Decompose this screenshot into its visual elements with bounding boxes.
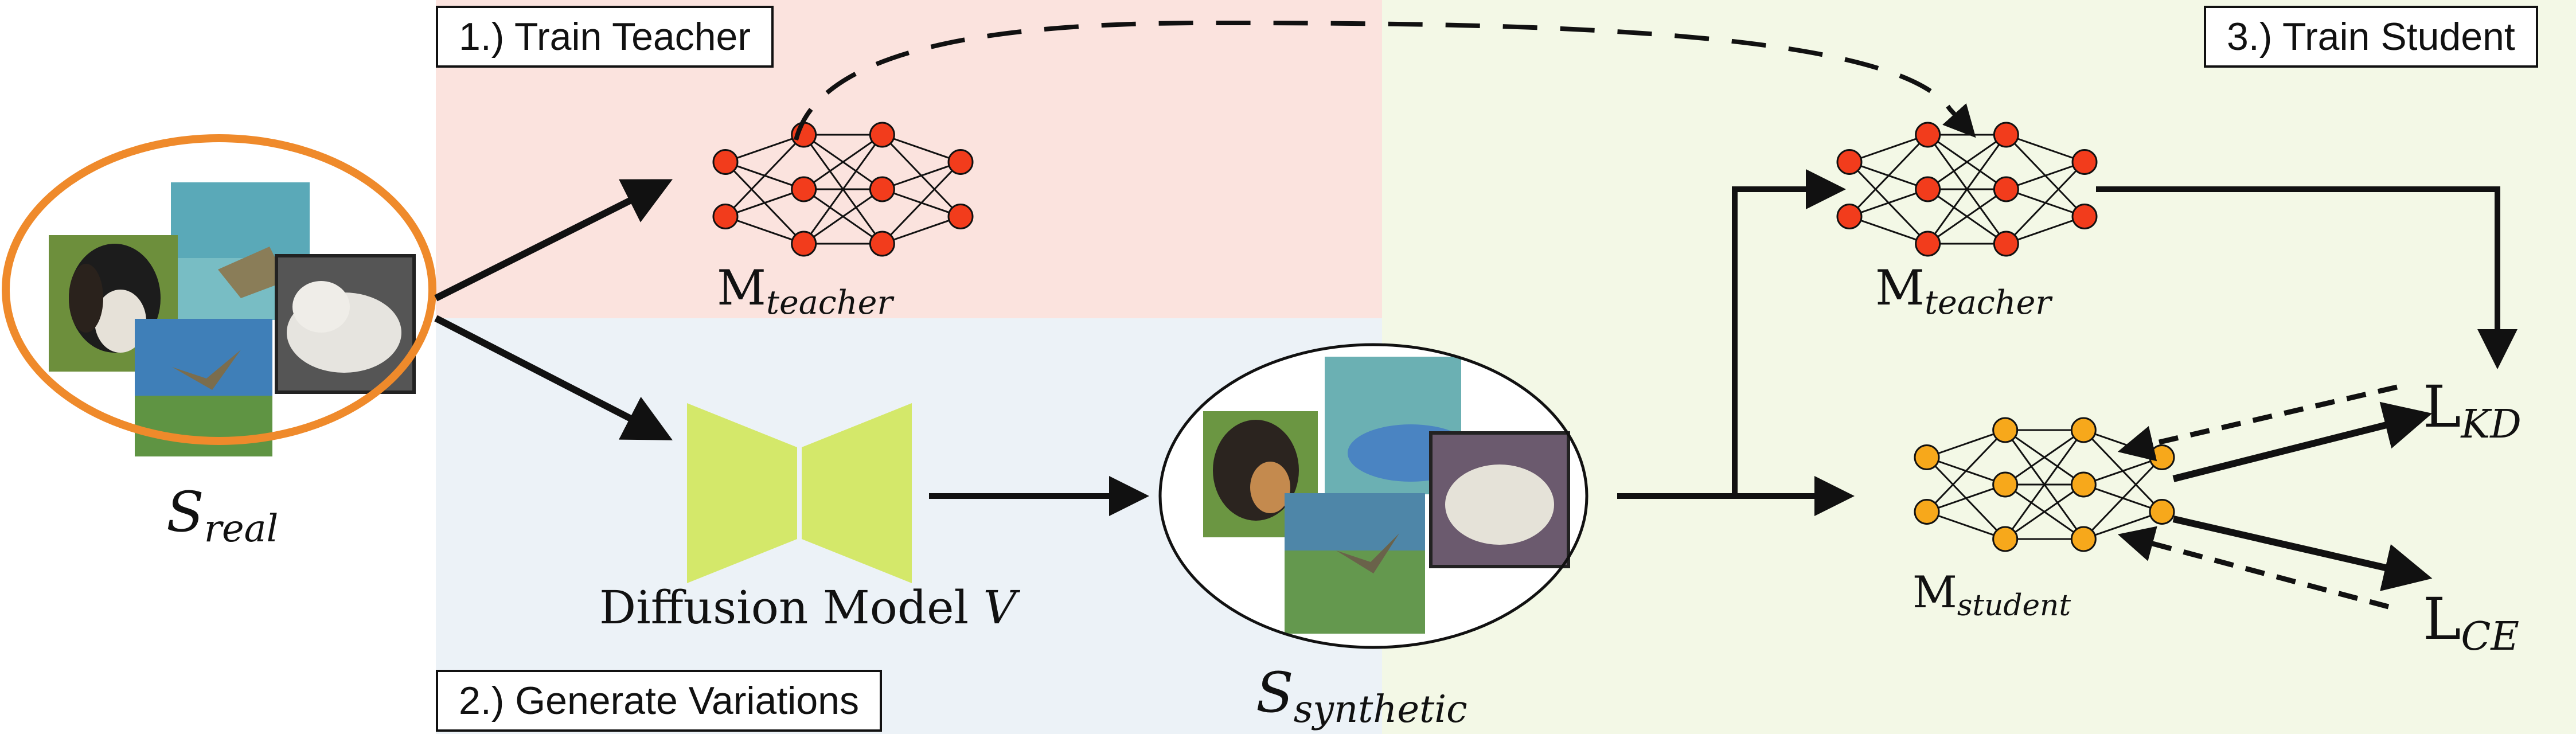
network-node [2070,526,2097,552]
network-node [1915,231,1941,257]
network-node [1993,176,2019,202]
network-edge [1927,134,2007,244]
network-edge [2083,511,2163,540]
network-node [2149,444,2175,470]
network-node [1992,417,2019,443]
arrow-real-to-diffusion [434,315,673,440]
label-l-ce: LCE [2423,585,2520,660]
network-edge [1849,134,1929,163]
arrow-to-teacher [1732,169,1846,496]
network-node [947,204,974,229]
teacher-network-stage1 [712,122,974,257]
arrow-student-to-kd [2172,401,2433,482]
hummingbird-photo [135,319,272,456]
hummingbird-photo [1285,493,1425,634]
network-node [1914,499,1940,525]
label-m-teacher-stage3: Mteacher [1875,260,2051,322]
network-node [2071,204,2098,229]
network-edge [1848,134,1929,217]
network-edge [881,134,961,163]
polar-bear-photo [275,254,416,394]
synthetic-image-collage [1160,345,1587,647]
network-node [1914,444,1940,470]
network-node [1836,149,1863,175]
student-region [1382,0,2576,734]
network-edge [725,216,805,245]
network-edge [1926,429,2006,513]
stage-label-train-teacher: 1.) Train Teacher [436,6,774,68]
network-edge [2004,483,2085,540]
network-edge [725,188,805,217]
network-edge [803,188,883,245]
network-node [869,231,895,257]
synthetic-set-ring [1158,343,1588,649]
network-node [712,204,739,229]
network-edge [2005,134,2085,163]
network-edge [1849,216,1929,245]
network-node [2149,499,2175,525]
stage-label-generate-variations: 2.) Generate Variations [436,670,882,732]
label-s-synthetic: Ssynthetic [1256,661,1467,732]
label-diffusion-model: Diffusion Model V [599,581,1017,634]
teacher-network-stage3 [1836,122,2098,257]
diffusion-model-icon [687,403,912,583]
network-node [1993,231,2019,257]
label-s-real: Sreal [166,480,279,551]
network-node [1993,122,2019,148]
arrow-real-to-teacher [434,179,673,302]
network-node [1915,176,1941,202]
network-edge [2005,161,2086,245]
network-node [1992,471,2019,498]
stage-label-train-student: 3.) Train Student [2204,6,2538,68]
network-edge [881,161,961,190]
network-node [869,122,895,148]
network-edge [2005,161,2085,190]
network-edge [2083,456,2163,486]
network-node [791,231,817,257]
real-image-collage [49,182,416,456]
network-node [712,149,739,175]
network-edge [2004,429,2085,486]
network-node [2071,149,2098,175]
network-edge [2005,216,2085,245]
network-edge [725,134,805,163]
network-node [2070,471,2097,498]
network-node [1915,122,1941,148]
arrow-ce-to-student [2117,526,2390,610]
network-edge [724,134,805,217]
network-node [1836,204,1863,229]
network-edge [881,216,961,245]
network-edge [1927,188,2007,245]
arrow-student-to-ce [2172,516,2433,591]
network-edge [1926,483,2006,513]
network-node [1992,526,2019,552]
network-edge [1927,134,2007,190]
label-m-teacher-stage1: Mteacher [717,260,893,322]
network-node [791,176,817,202]
student-network [1914,417,2175,552]
network-edge [803,134,883,244]
label-l-kd: LKD [2423,373,2522,448]
network-edge [1926,429,2006,458]
arrow-teacher-transfer [794,20,1976,140]
network-node [869,176,895,202]
polar-bear-photo [1429,431,1570,568]
real-set-ring [2,134,436,445]
network-edge [2004,430,2085,540]
network-edge [1849,188,1929,217]
network-edge [1926,511,2006,540]
arrow-teacher-to-kd [2096,186,2518,369]
network-node [2070,417,2097,443]
network-node [947,149,974,175]
network-edge [803,134,883,190]
network-edge [881,161,962,245]
network-edge [2083,456,2163,540]
label-m-student: Mstudent [1913,567,2071,623]
arrow-kd-to-student [2117,384,2398,462]
